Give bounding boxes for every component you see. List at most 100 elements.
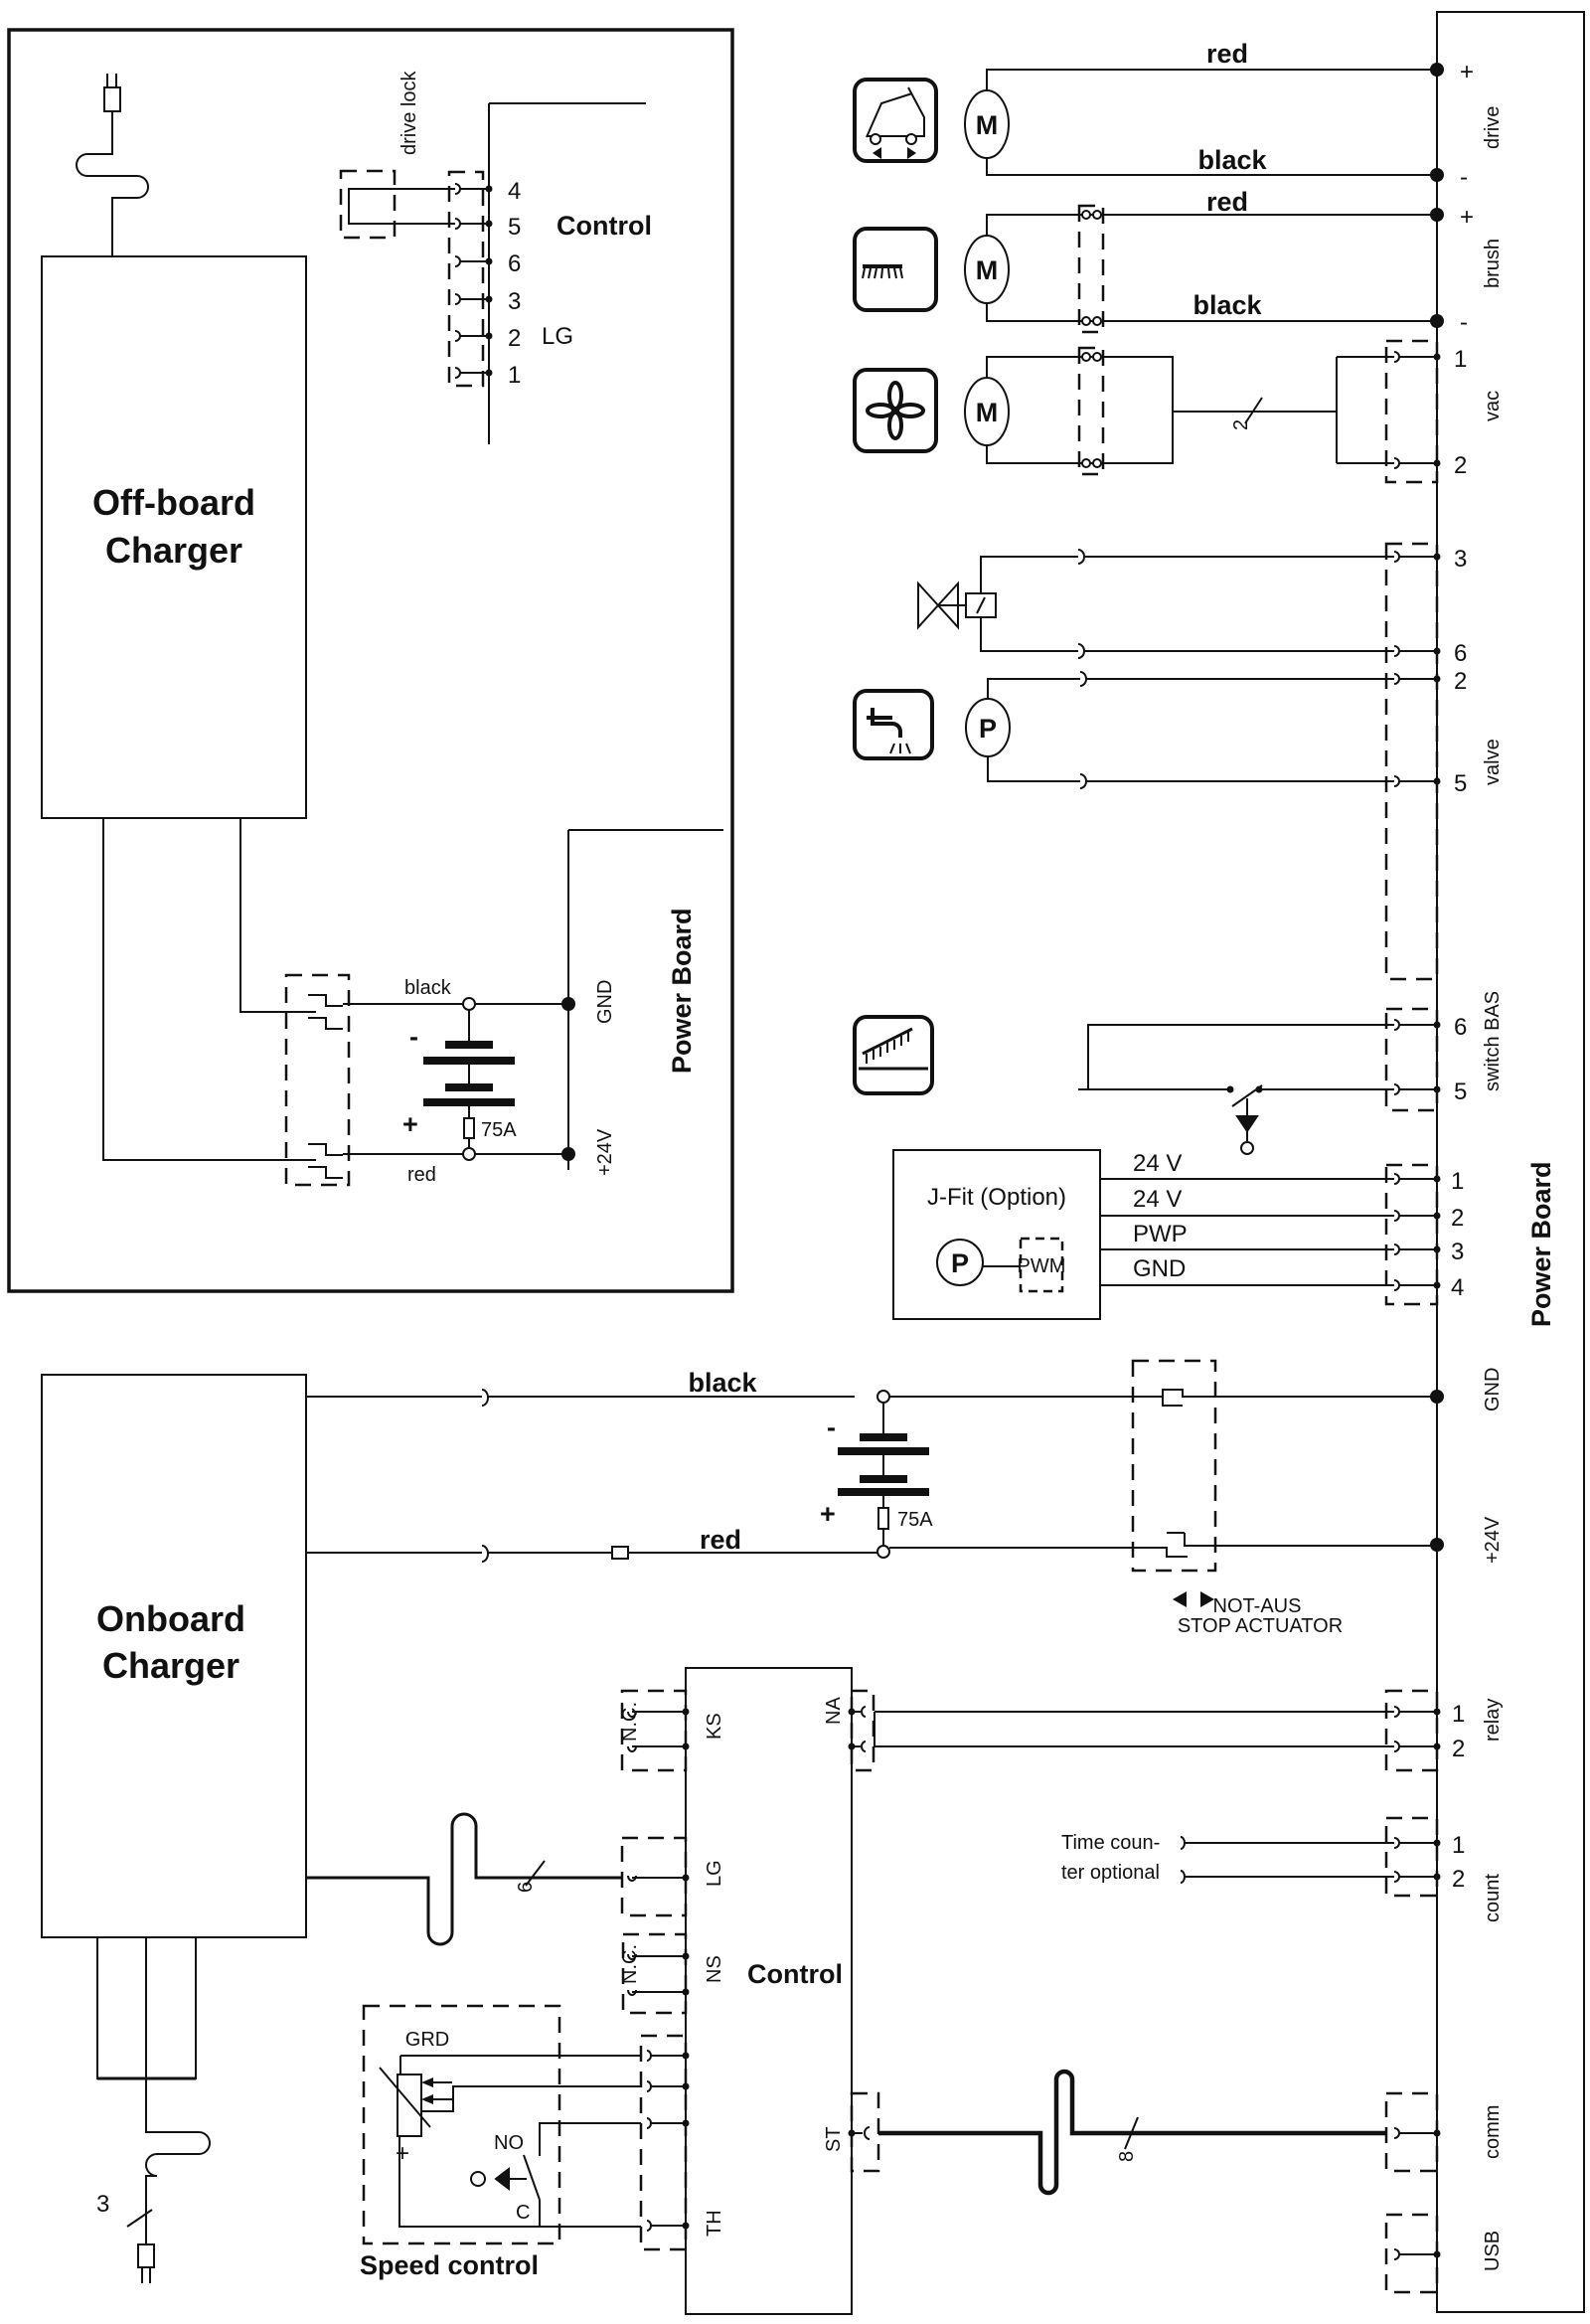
speed-control-wiper-wire — [421, 2085, 641, 2112]
brush-glyph — [862, 264, 903, 279]
relay-wires — [874, 1711, 1394, 1747]
drive-motor-symbol: M — [976, 110, 999, 140]
switch-bas-loop — [1087, 1025, 1230, 1090]
onboard-mains-plug-icon — [137, 2243, 155, 2283]
relay-pin-2: 2 — [1452, 1736, 1465, 1762]
offboard-24v-node — [561, 1147, 575, 1161]
control-ns-label: NS — [704, 1955, 725, 1983]
offboard-battery-icon — [423, 997, 515, 1161]
onboard-red-wire — [306, 1545, 612, 1563]
switch-bas-connector-label: switch BAS — [1482, 991, 1504, 1091]
onboard-black-label: black — [688, 1368, 757, 1398]
drive-lock-wire — [348, 188, 455, 225]
speed-control-plus-wire — [398, 2136, 641, 2228]
stop-actuator-24v-contact — [889, 1532, 1437, 1558]
count-pins — [1393, 1837, 1441, 1883]
valve-wire-2 — [1079, 671, 1394, 687]
vac-pin-2: 2 — [1454, 452, 1467, 479]
jfit-wire-4-label: GND — [1133, 1255, 1186, 1282]
control-na-connector — [850, 1689, 875, 1772]
offboard-lg-pin-2: 2 — [508, 325, 521, 352]
jfit-wire-3-label: PWP — [1133, 1221, 1188, 1247]
vac-motor-wires — [986, 356, 1174, 464]
power-board-24v-label: +24V — [1482, 1516, 1504, 1564]
speed-control-c-label: C — [516, 2202, 530, 2224]
onboard-battery-icon — [838, 1390, 929, 1559]
drive-machine-glyph — [866, 86, 925, 159]
switch-bas-wire-6 — [1078, 1024, 1394, 1090]
jfit-pwm-box — [1019, 1237, 1064, 1293]
jfit-pin-3: 3 — [1451, 1239, 1464, 1265]
vac-connector-pins — [1081, 352, 1102, 468]
count-connector-label: count — [1482, 1874, 1504, 1922]
valve-connector-label: valve — [1482, 739, 1504, 785]
valve-pin-6: 6 — [1454, 640, 1467, 667]
vac-pins — [1393, 351, 1441, 469]
drive-red-label: red — [1206, 39, 1248, 69]
comm-node — [1433, 2129, 1441, 2137]
comm-cable-slash — [1124, 2116, 1139, 2150]
valve-solenoid-wires — [980, 556, 1078, 652]
drive-black-label: black — [1197, 145, 1267, 175]
speed-control-no-wire — [539, 2122, 641, 2156]
speed-control-actuator-knob — [470, 2171, 486, 2187]
solenoid-valve-icon — [917, 581, 997, 630]
onboard-charger-box — [41, 1374, 307, 1938]
offboard-lg-label: LG — [542, 323, 573, 350]
offboard-lg-pin-1: 1 — [508, 362, 521, 389]
jfit-pump-symbol: P — [951, 1248, 969, 1278]
valve-pump-symbol: P — [979, 714, 997, 744]
count-note-2: ter optional — [1061, 1862, 1160, 1884]
count-connector — [1384, 1816, 1439, 1898]
onboard-mains-cable — [96, 1937, 211, 2244]
offboard-lg-pin-3: 3 — [508, 288, 521, 315]
brush-motor-symbol: M — [976, 255, 999, 285]
speed-control-grd-label: GRD — [405, 2029, 449, 2051]
control-ns-nc-label: N.C. — [619, 1944, 641, 1984]
control-lg-cable-slash — [525, 1860, 546, 1887]
jfit-title: J-Fit (Option) — [927, 1184, 1066, 1211]
control-speed-pins — [646, 2050, 690, 2232]
usb-node — [1433, 2250, 1441, 2258]
control-box — [685, 1667, 853, 2315]
speed-control-title: Speed control — [360, 2250, 539, 2280]
drive-connector-label: drive — [1482, 106, 1504, 149]
comm-pin — [1393, 2127, 1437, 2139]
offboard-lg-connector — [447, 170, 485, 388]
relay-pin-1: 1 — [1452, 1701, 1465, 1728]
control-lg-cable — [306, 1812, 622, 1946]
offboard-power-board-edge — [567, 829, 723, 1170]
speed-control-wiper-lines — [433, 2081, 452, 2100]
onboard-charger-title-1: Onboard — [96, 1598, 245, 1639]
drive-pin-minus: - — [1460, 164, 1468, 191]
control-ks-label: KS — [704, 1713, 725, 1740]
control-speed-connector — [639, 2034, 688, 2251]
vac-cable-slash — [1244, 397, 1263, 424]
count-pin-1: 1 — [1452, 1832, 1465, 1859]
valve-wire-6 — [1077, 643, 1394, 659]
control-ks-pins — [627, 1708, 690, 1752]
brush-lowering-glyph — [859, 1027, 928, 1071]
onboard-charger-title-2: Charger — [102, 1645, 239, 1686]
onboard-fuse-rating: 75A — [897, 1509, 933, 1531]
switch-bas-lever — [1231, 1084, 1263, 1107]
comm-wire-count: 8 — [1116, 2151, 1138, 2162]
valve-pins — [1393, 551, 1441, 787]
offboard-black-wire — [239, 818, 316, 1013]
vac-power-connector — [1384, 339, 1439, 484]
control-st-label: ST — [823, 2126, 845, 2152]
offboard-plug-connector — [284, 973, 351, 1187]
speed-control-plus: + — [396, 2140, 409, 2167]
power-board-24v-node — [1430, 1538, 1444, 1552]
brush-red-label: red — [1206, 187, 1248, 217]
offboard-gnd-label: GND — [594, 980, 616, 1024]
offboard-lg-pin-6: 6 — [508, 250, 521, 277]
valve-pin-5: 5 — [1454, 770, 1467, 797]
brush-pin-plus: + — [1460, 204, 1474, 231]
offboard-charger-title-1: Off-board — [92, 482, 255, 523]
jfit-wire-2-label: 24 V — [1133, 1186, 1182, 1213]
control-na-pins — [848, 1706, 867, 1752]
valve-connector — [1384, 542, 1439, 981]
switch-bas-pin-6: 6 — [1454, 1014, 1467, 1041]
